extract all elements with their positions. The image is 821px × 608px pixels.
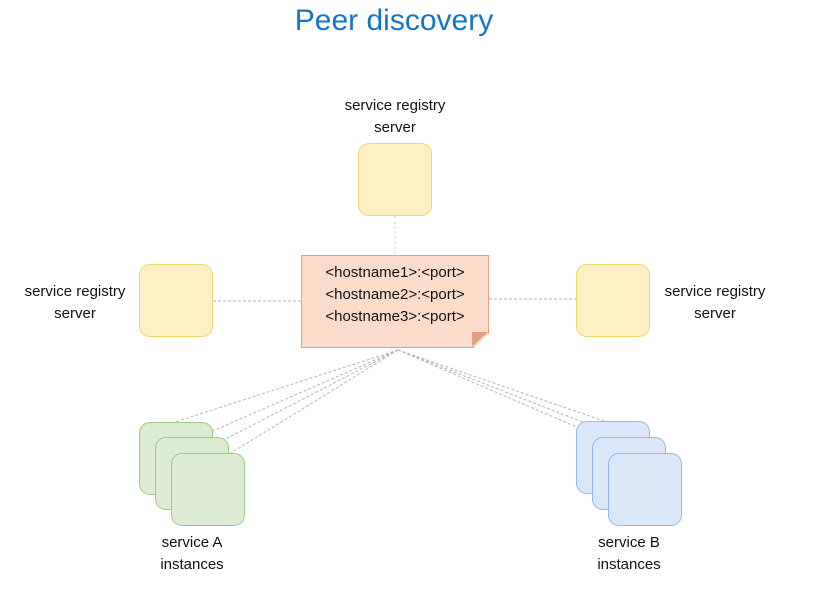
server-right-label: service registry server [640,281,790,325]
server-left-label-line1: service registry [24,283,126,300]
service-b-instance-3 [608,453,682,526]
server-right-box [576,264,650,337]
server-top-label-line1: service registry [344,97,446,114]
service-b-label: service B instances [554,532,704,576]
server-right-label-line1: service registry [664,283,766,300]
service-b-label-line1: service B [598,534,660,551]
server-left-label: service registry server [0,281,150,325]
connector-service-b-1 [397,349,605,422]
connector-service-a-4 [230,349,399,454]
service-b-label-line2: instances [597,556,661,573]
registry-note: <hostname1>:<port> <hostname2>:<port> <h… [301,255,489,348]
server-left-box [139,264,213,337]
service-a-label: service A instances [117,532,267,576]
server-top-box [358,143,432,216]
service-a-label-line1: service A [161,534,223,551]
connector-service-a-2 [198,349,399,438]
server-right-label-line2: server [694,305,736,322]
connector-service-a-1 [174,349,399,423]
service-a-instance-3 [171,453,245,526]
registry-note-line-1: <hostname1>:<port> [325,264,465,281]
connector-service-a-3 [213,349,399,446]
server-left-label-line2: server [54,305,96,322]
server-top-label: service registry server [320,95,470,139]
registry-note-line-2: <hostname2>:<port> [325,286,465,303]
server-top-label-line2: server [374,119,416,136]
registry-note-line-3: <hostname3>:<port> [325,308,465,325]
diagram-title: Peer discovery [294,4,494,37]
service-a-label-line2: instances [160,556,224,573]
